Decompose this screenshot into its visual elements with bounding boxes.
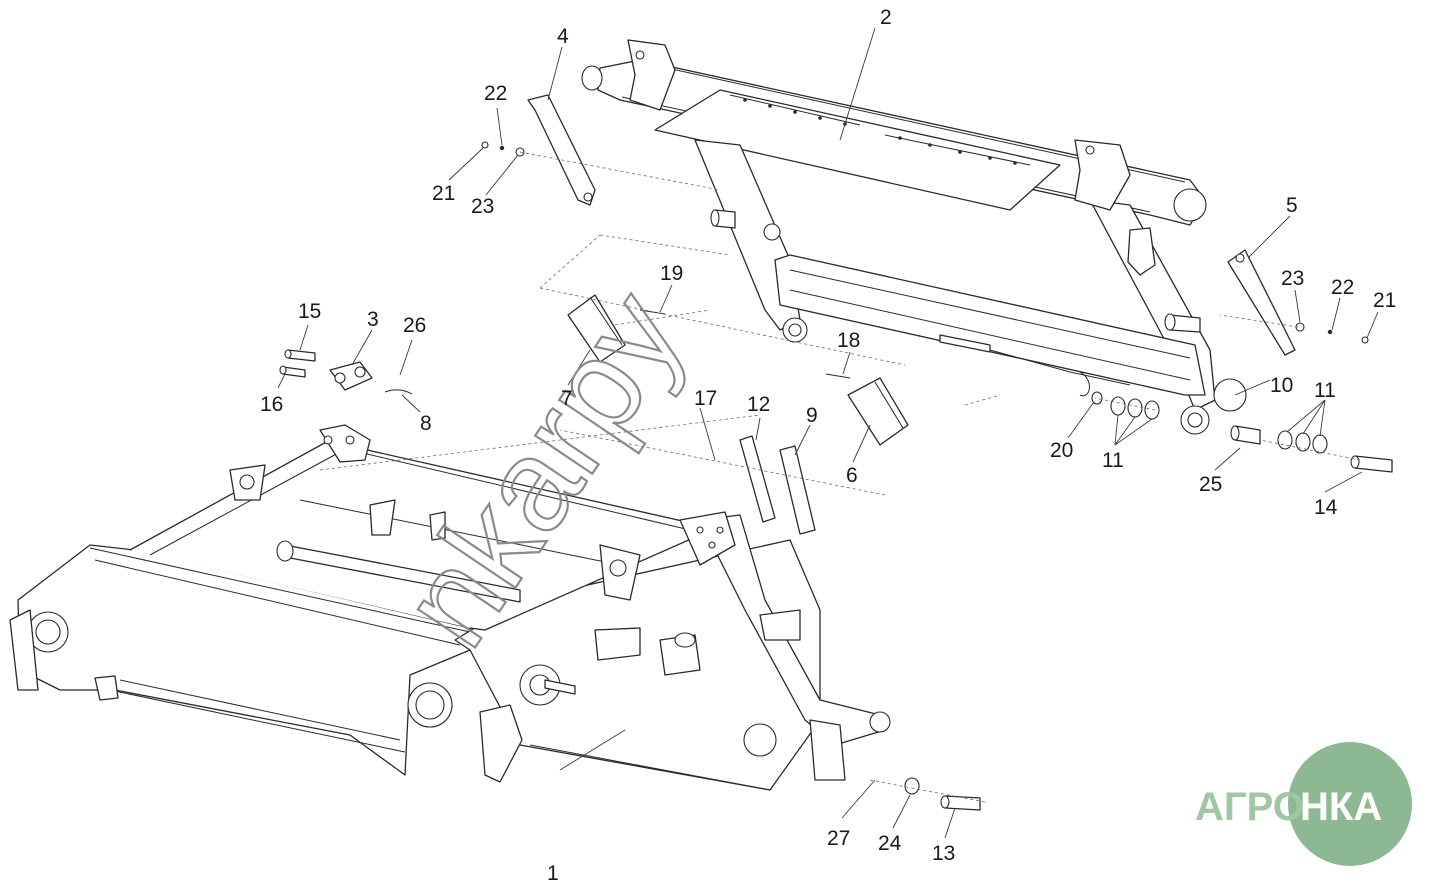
label-part-20: 20 (1050, 439, 1073, 462)
strap-part-5 (1227, 249, 1296, 356)
label-part-15: 15 (298, 300, 321, 323)
label-part-11a: 11 (1102, 449, 1124, 472)
strip-part-9 (779, 445, 816, 535)
label-part-21a: 21 (432, 182, 455, 205)
label-part-22a: 22 (484, 82, 507, 105)
label-part-22b: 22 (1331, 276, 1354, 299)
label-part-18: 18 (837, 329, 860, 352)
label-part-1: 1 (547, 862, 559, 883)
leader-lines (277, 27, 1379, 839)
logo-text-left: АГРО (1195, 785, 1304, 829)
label-part-4: 4 (557, 25, 569, 48)
label-part-25: 25 (1199, 473, 1222, 496)
label-part-26: 26 (403, 314, 426, 337)
label-part-24: 24 (878, 832, 902, 855)
label-part-13: 13 (932, 842, 955, 865)
label-part-16: 16 (260, 393, 283, 416)
logo-text-right: НКА (1300, 785, 1382, 829)
label-part-19: 19 (660, 262, 683, 285)
lower-frame (9, 424, 891, 791)
label-part-27: 27 (827, 827, 850, 850)
small-parts (279, 94, 1393, 811)
label-part-2: 2 (880, 6, 892, 29)
label-part-5: 5 (1286, 194, 1298, 217)
label-part-8: 8 (420, 412, 432, 435)
part-labels: 1 2 3 4 5 6 7 8 9 10 11 11 11 12 13 14 1… (260, 6, 1396, 883)
label-part-23a: 23 (471, 195, 494, 218)
plate-part-7 (567, 294, 626, 363)
upper-frame (581, 39, 1247, 435)
label-part-12: 12 (747, 393, 770, 416)
assembly-dashes (319, 151, 1361, 803)
label-part-6: 6 (846, 464, 858, 487)
label-part-3: 3 (367, 308, 379, 331)
strap-part-4 (527, 94, 596, 206)
logo-circle (1288, 742, 1412, 866)
label-part-10: 10 (1270, 374, 1293, 397)
agro-logo: АГРО НКА (1195, 742, 1412, 866)
label-part-9: 9 (806, 404, 818, 427)
label-part-11b: 11 (1314, 379, 1336, 402)
strip-part-12 (739, 435, 776, 523)
bracket-part-6 (847, 377, 909, 446)
label-part-23b: 23 (1281, 267, 1304, 290)
label-part-14: 14 (1314, 496, 1338, 519)
label-part-21b: 21 (1373, 289, 1396, 312)
label-part-17: 17 (694, 387, 717, 410)
label-part-7: 7 (561, 387, 573, 410)
